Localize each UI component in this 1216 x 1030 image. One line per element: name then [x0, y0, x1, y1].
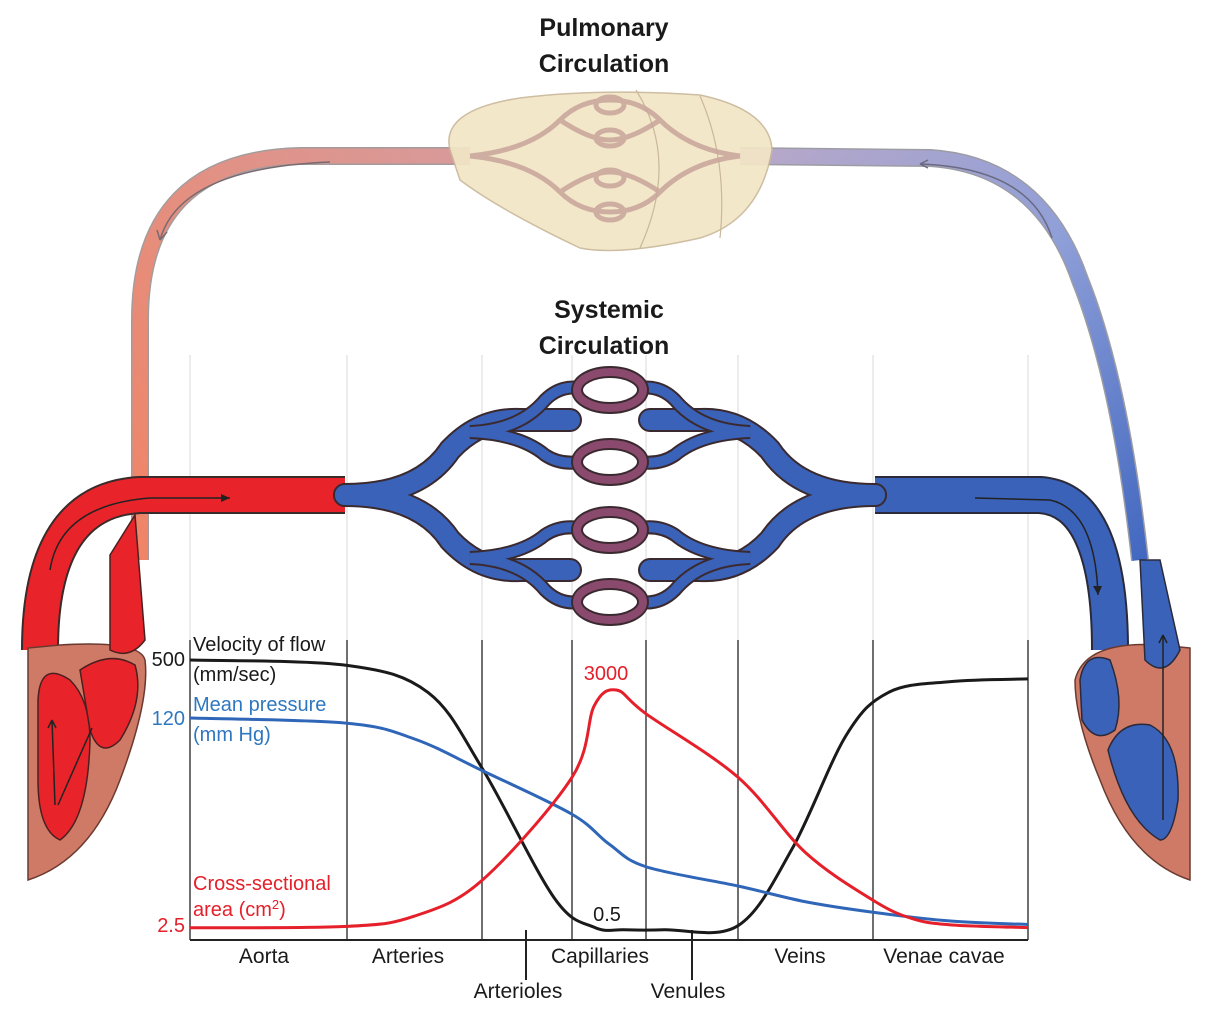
systemic-vessels: [21, 366, 1129, 651]
velocity-label: Velocity of flow: [193, 634, 326, 656]
systemic-flow-arrow-right: [974, 497, 1099, 596]
series-line-cross-sectional-area: [189, 688, 1029, 930]
series-line-mean-pressure: [189, 716, 1029, 926]
category-venae-cavae: Venae cavae: [883, 945, 1004, 968]
area-unit-label: area (cm2): [193, 897, 286, 921]
pressure-start-value: 120: [152, 708, 185, 730]
category-arterioles: Arterioles: [474, 980, 563, 1003]
category-aorta: Aorta: [239, 945, 290, 968]
velocity-unit-label: (mm/sec): [193, 664, 276, 686]
area-peak-value: 3000: [584, 663, 629, 685]
left-heart-icon: [27, 512, 147, 882]
pulmonary-flow-arrow-left: [159, 161, 331, 241]
series-line-velocity-of-flow: [189, 658, 1029, 935]
area-label: Cross-sectional: [193, 873, 331, 895]
category-arteries: Arteries: [372, 945, 444, 968]
segment-dividers-faint: [189, 355, 1029, 640]
pulmonary-flow-arrow-right: [919, 163, 1053, 239]
pulmonary-title-line2: Circulation: [539, 50, 670, 78]
systemic-flow-arrow-left: [49, 497, 230, 571]
category-veins: Veins: [774, 945, 825, 968]
systemic-title-line2: Circulation: [539, 332, 670, 360]
systemic-title-line1: Systemic: [554, 296, 664, 324]
pressure-label: Mean pressure: [193, 694, 326, 716]
pulmonary-title-line1: Pulmonary: [539, 14, 668, 42]
segment-dividers: [189, 640, 1029, 940]
pressure-unit-label: (mm Hg): [193, 724, 271, 746]
category-venules: Venules: [651, 980, 726, 1003]
right-heart-icon: [1074, 559, 1191, 882]
chart-area: [189, 640, 1029, 980]
category-capillaries: Capillaries: [551, 945, 649, 968]
velocity-min-value: 0.5: [593, 904, 621, 926]
velocity-start-value: 500: [152, 649, 185, 671]
area-start-value: 2.5: [157, 915, 185, 937]
lung-icon: [448, 89, 773, 252]
